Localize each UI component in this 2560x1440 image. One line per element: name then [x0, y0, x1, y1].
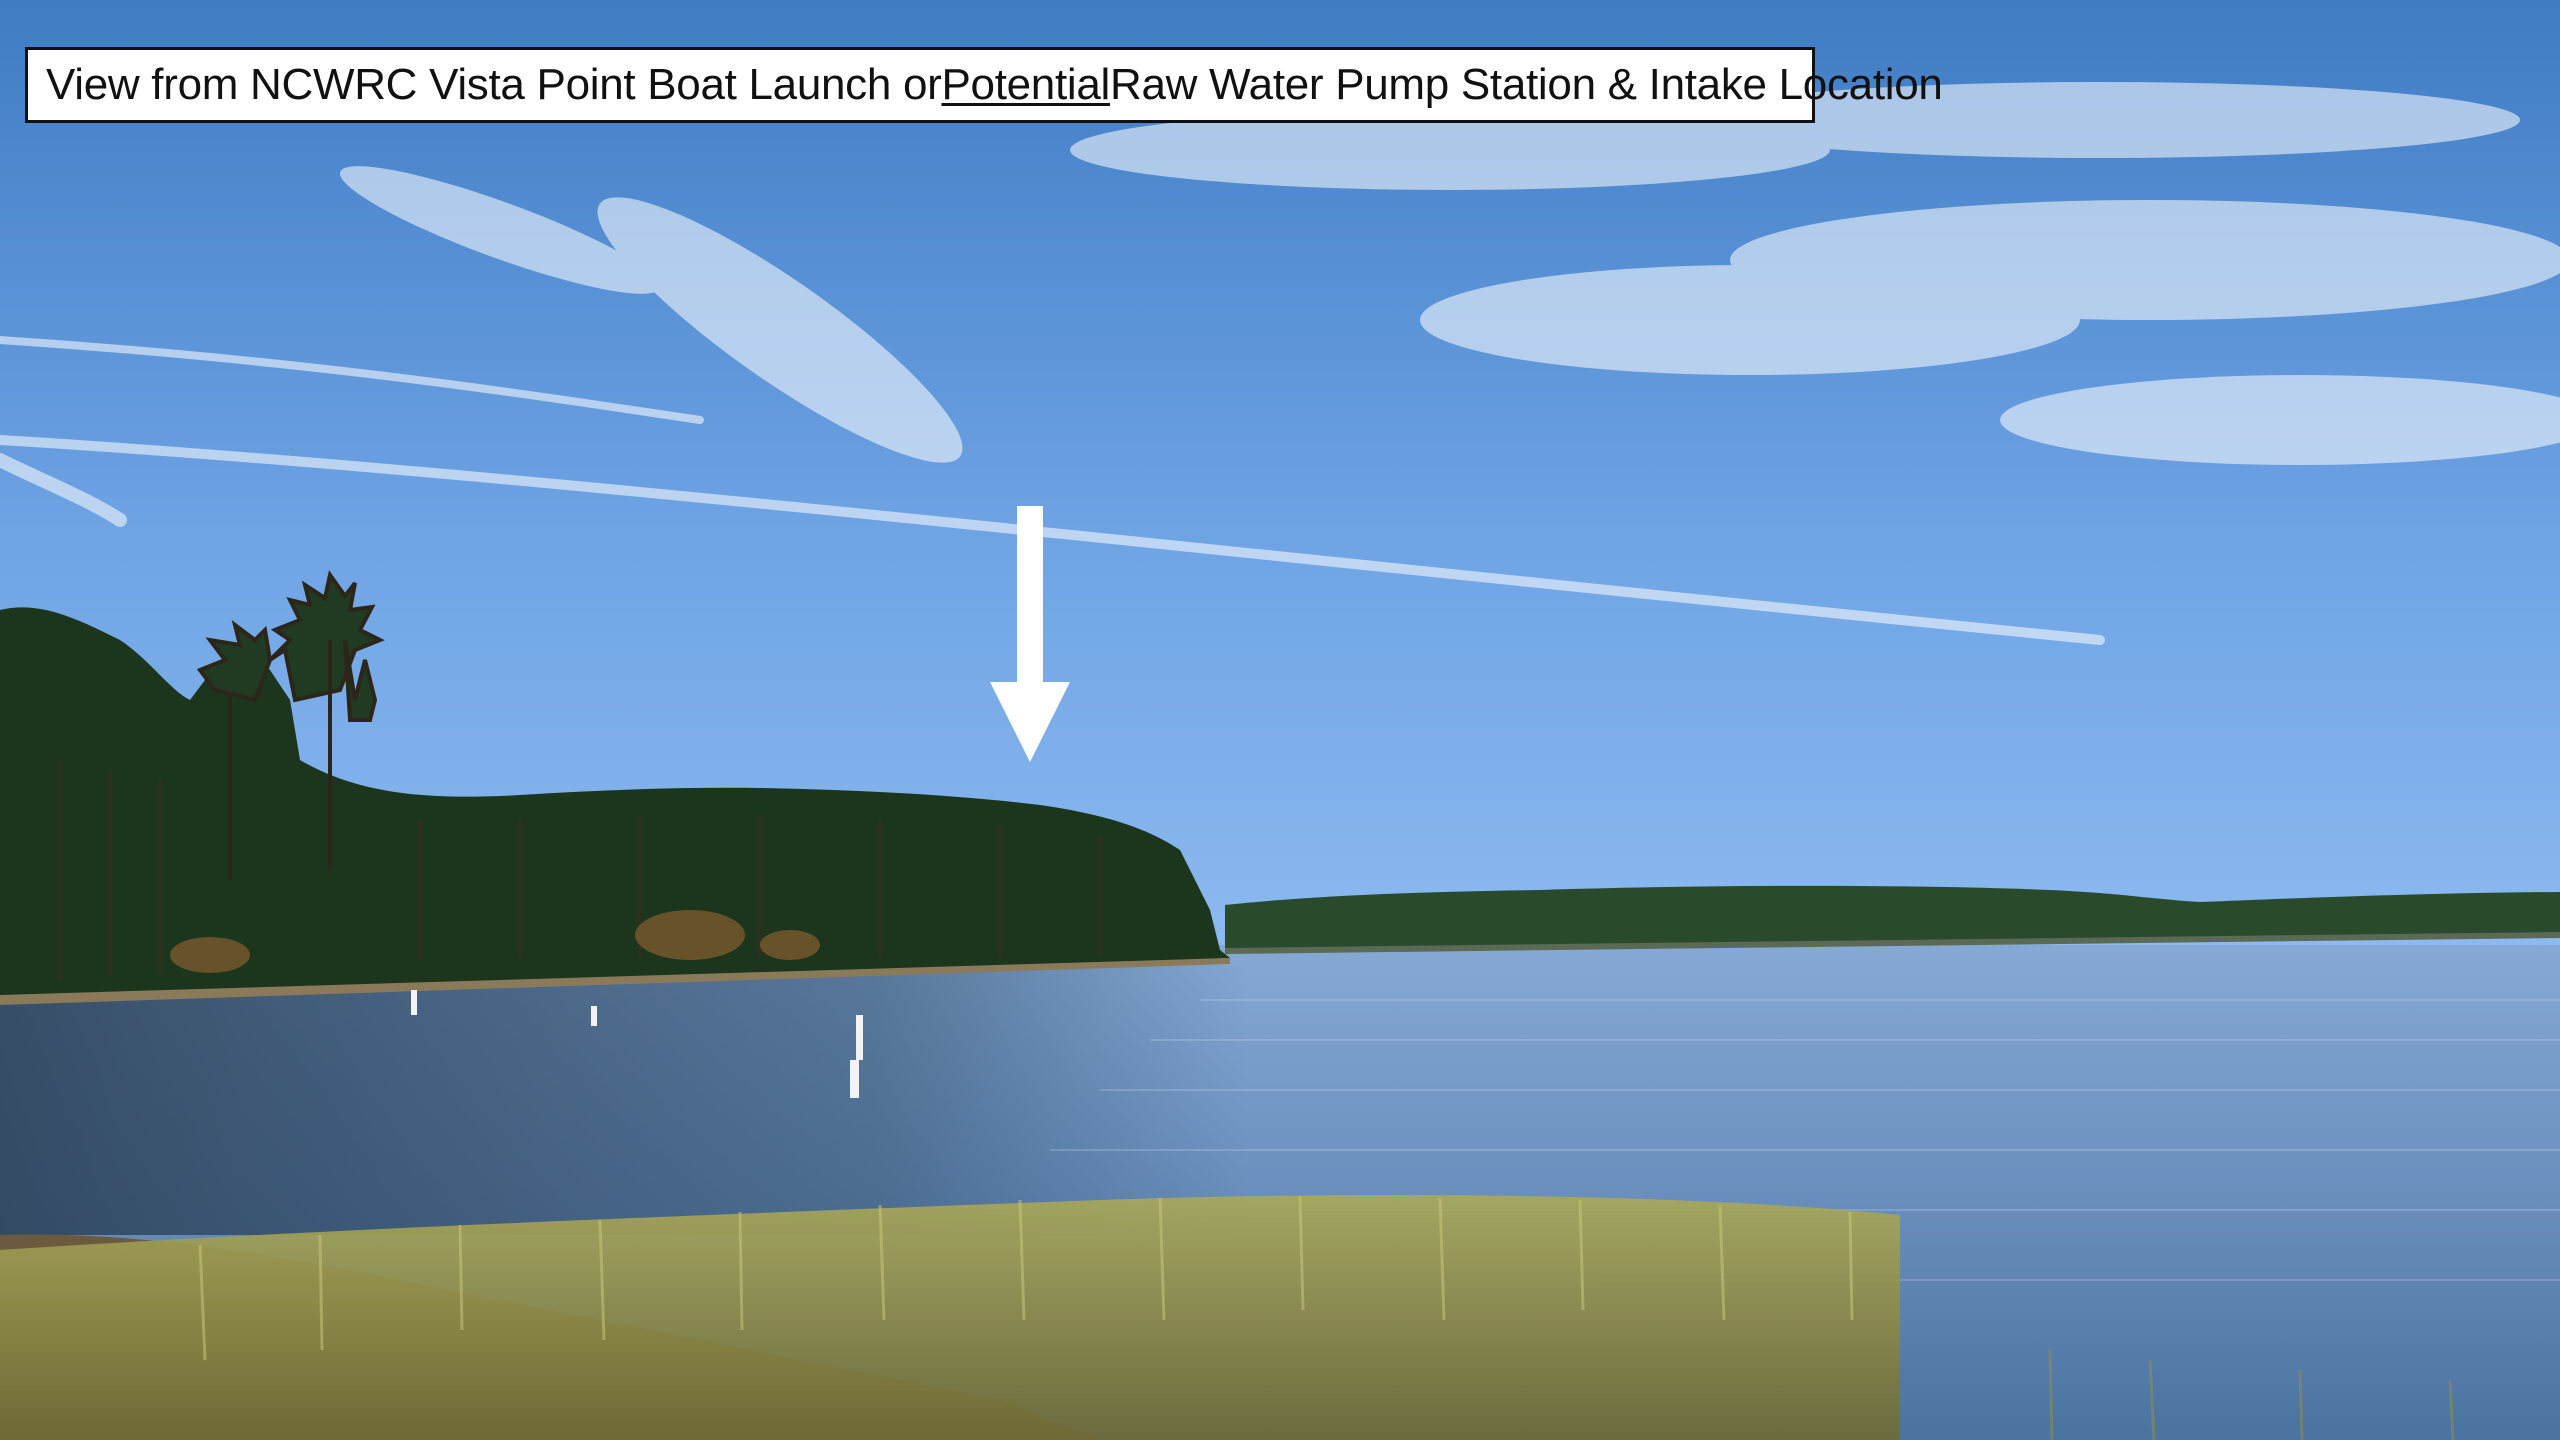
reed-stalks: [198, 1195, 1854, 1361]
autumn-foliage: [170, 910, 820, 973]
water-reflection: [0, 965, 1250, 1235]
caption-text-start: View from NCWRC Vista Point Boat Launch …: [46, 60, 942, 109]
caption-emphasis: Potential: [941, 60, 1111, 109]
contrails: [0, 336, 2105, 645]
wooded-peninsula: [0, 607, 1230, 1000]
caption-text-end: Raw Water Pump Station & Intake Location: [1110, 60, 1943, 109]
distant-shoreline: [1225, 932, 2560, 954]
peninsula-shore: [0, 958, 1230, 1005]
clouds: [339, 82, 2560, 465]
tall-pines: [196, 570, 385, 880]
photo-caption: View from NCWRC Vista Point Boat Launch …: [25, 47, 1943, 123]
sparse-reeds-right: [2048, 1349, 2455, 1440]
distant-treeline: [1225, 885, 2560, 950]
reed-patch: [0, 1195, 1900, 1440]
trunks: [58, 760, 1102, 980]
water-markers: [411, 990, 863, 1098]
down-arrow-icon: [990, 506, 1070, 762]
